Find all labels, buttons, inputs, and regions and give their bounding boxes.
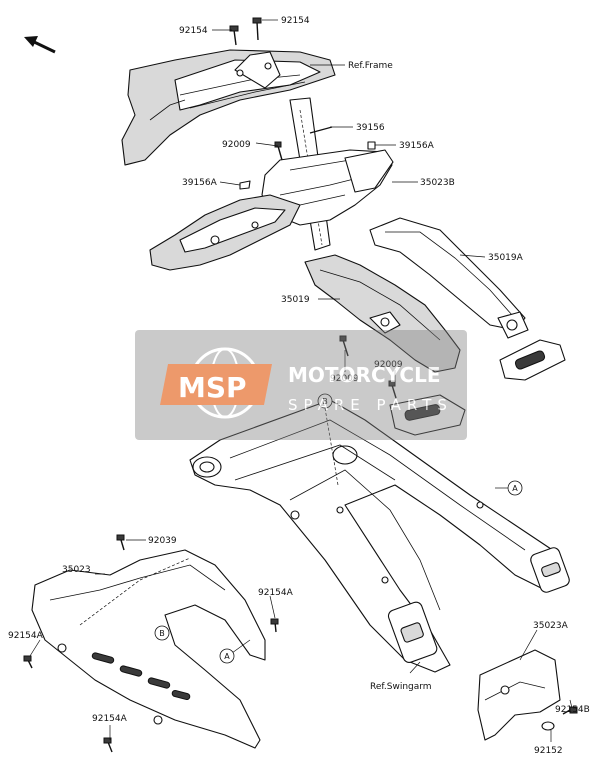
callout-92009-mid-left: 92009 bbox=[330, 374, 359, 384]
callout-92154A-left: 92154A bbox=[8, 631, 44, 641]
callout-92152: 92152 bbox=[534, 746, 563, 756]
reflector-bracket-left bbox=[389, 394, 466, 436]
bolt-92009-top bbox=[274, 141, 283, 161]
bolt-92154A-center bbox=[270, 618, 279, 633]
watermark-line1: MOTORCYCLE bbox=[288, 363, 440, 387]
clip-39156A-right bbox=[367, 141, 376, 150]
callout-35023: 35023 bbox=[62, 565, 91, 575]
mudguard-35019 bbox=[304, 254, 461, 373]
bolt-92154A-bottom bbox=[103, 737, 113, 753]
svg-text:A: A bbox=[512, 484, 518, 493]
callout-92154A-bottom: 92154A bbox=[92, 714, 128, 724]
callout-39156A-left: 39156A bbox=[182, 178, 218, 188]
ref-circle-B-top: B bbox=[317, 393, 339, 486]
callout-35019: 35019 bbox=[281, 295, 310, 305]
cover-35023A bbox=[477, 649, 561, 741]
callout-ref-frame: Ref.Frame bbox=[348, 61, 393, 71]
washer-92152 bbox=[541, 721, 555, 731]
bolt-92009-mid-left bbox=[339, 335, 349, 357]
watermark-line2: SPARE PARTS bbox=[288, 396, 453, 414]
swingarm bbox=[189, 399, 570, 673]
mudguard-35019A bbox=[369, 217, 529, 339]
svg-text:A: A bbox=[224, 652, 230, 661]
ref-circle-A-right: A bbox=[507, 480, 523, 496]
front-direction-arrow-icon bbox=[24, 36, 56, 54]
reflector-bracket-right bbox=[499, 339, 566, 381]
callout-92009-top: 92009 bbox=[222, 140, 251, 150]
callout-35023B: 35023B bbox=[420, 178, 455, 188]
callout-35023A: 35023A bbox=[533, 621, 569, 631]
bolt-92154B bbox=[562, 706, 578, 715]
callout-39156: 39156 bbox=[356, 123, 385, 133]
callout-35019A: 35019A bbox=[488, 253, 524, 263]
bolt-92039 bbox=[116, 534, 125, 551]
watermark: MSP MOTORCYCLE SPARE PARTS bbox=[135, 330, 467, 440]
msp-logo: MSP bbox=[160, 364, 272, 405]
bolt-92154A-left bbox=[23, 655, 33, 669]
callout-92039: 92039 bbox=[148, 536, 177, 546]
frame-rear-section bbox=[121, 49, 336, 166]
bolt-92154-right bbox=[252, 17, 262, 41]
bolt-92154-left bbox=[229, 25, 239, 46]
leader-lines bbox=[29, 19, 573, 742]
chain-cover-35023 bbox=[31, 549, 266, 749]
callout-39156A-right: 39156A bbox=[399, 141, 435, 151]
ref-circle-A-left: A bbox=[219, 648, 235, 664]
lower-frame-section bbox=[149, 194, 301, 271]
svg-text:B: B bbox=[322, 397, 328, 406]
callout-92009-mid-right: 92009 bbox=[374, 360, 403, 370]
callout-ref-swingarm: Ref.Swingarm bbox=[370, 682, 432, 692]
callout-92154A-center: 92154A bbox=[258, 588, 294, 598]
svg-text:B: B bbox=[159, 629, 165, 638]
clip-39156A-left bbox=[239, 180, 251, 190]
tape-39156 bbox=[309, 126, 333, 134]
ref-circle-B-cover: B bbox=[154, 625, 170, 641]
svg-text:MSP: MSP bbox=[178, 371, 247, 404]
callout-92154B: 92154B bbox=[555, 705, 590, 715]
callout-92154-left: 92154 bbox=[179, 26, 208, 36]
callout-92154-right: 92154 bbox=[281, 16, 310, 26]
